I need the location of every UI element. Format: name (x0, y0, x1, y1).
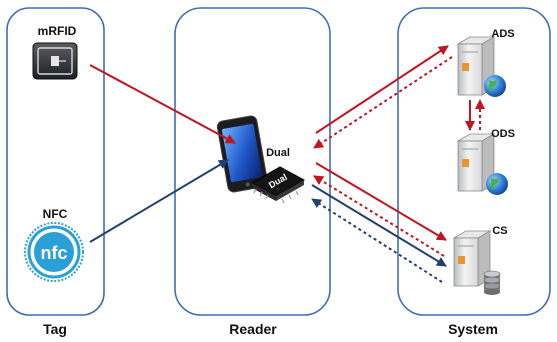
nfc-tag-icon: nfc (24, 222, 84, 282)
dual-chip-icon: Dual (250, 166, 306, 204)
ods-label: ODS (491, 128, 515, 140)
arrow-dual-to-cs-red (315, 162, 447, 241)
arrow-dual-to-ads (315, 45, 449, 134)
arrow-cs-to-dual-red-dotted (313, 175, 445, 257)
arrow-dual-to-cs-navy (311, 184, 447, 267)
mrfid-label: mRFID (38, 24, 77, 38)
nfc-label: NFC (43, 207, 68, 221)
system-group-label: System (448, 321, 498, 337)
dual-label: Dual (266, 147, 290, 159)
tag-group-label: Tag (43, 321, 67, 337)
ads-server-icon (456, 36, 506, 97)
mrfid-tag-icon (32, 42, 78, 80)
reader-group-label: Reader (229, 321, 277, 337)
ads-label: ADS (491, 28, 514, 40)
arrow-nfc-to-dual (89, 159, 229, 243)
nfc-logo-text: nfc (41, 243, 68, 263)
cs-label: CS (492, 225, 507, 237)
database-icon (483, 270, 501, 295)
arrow-cs-to-dual-navy-dotted (311, 198, 443, 283)
arrow-mrfid-to-dual (89, 64, 236, 144)
ods-server-icon (456, 133, 508, 195)
